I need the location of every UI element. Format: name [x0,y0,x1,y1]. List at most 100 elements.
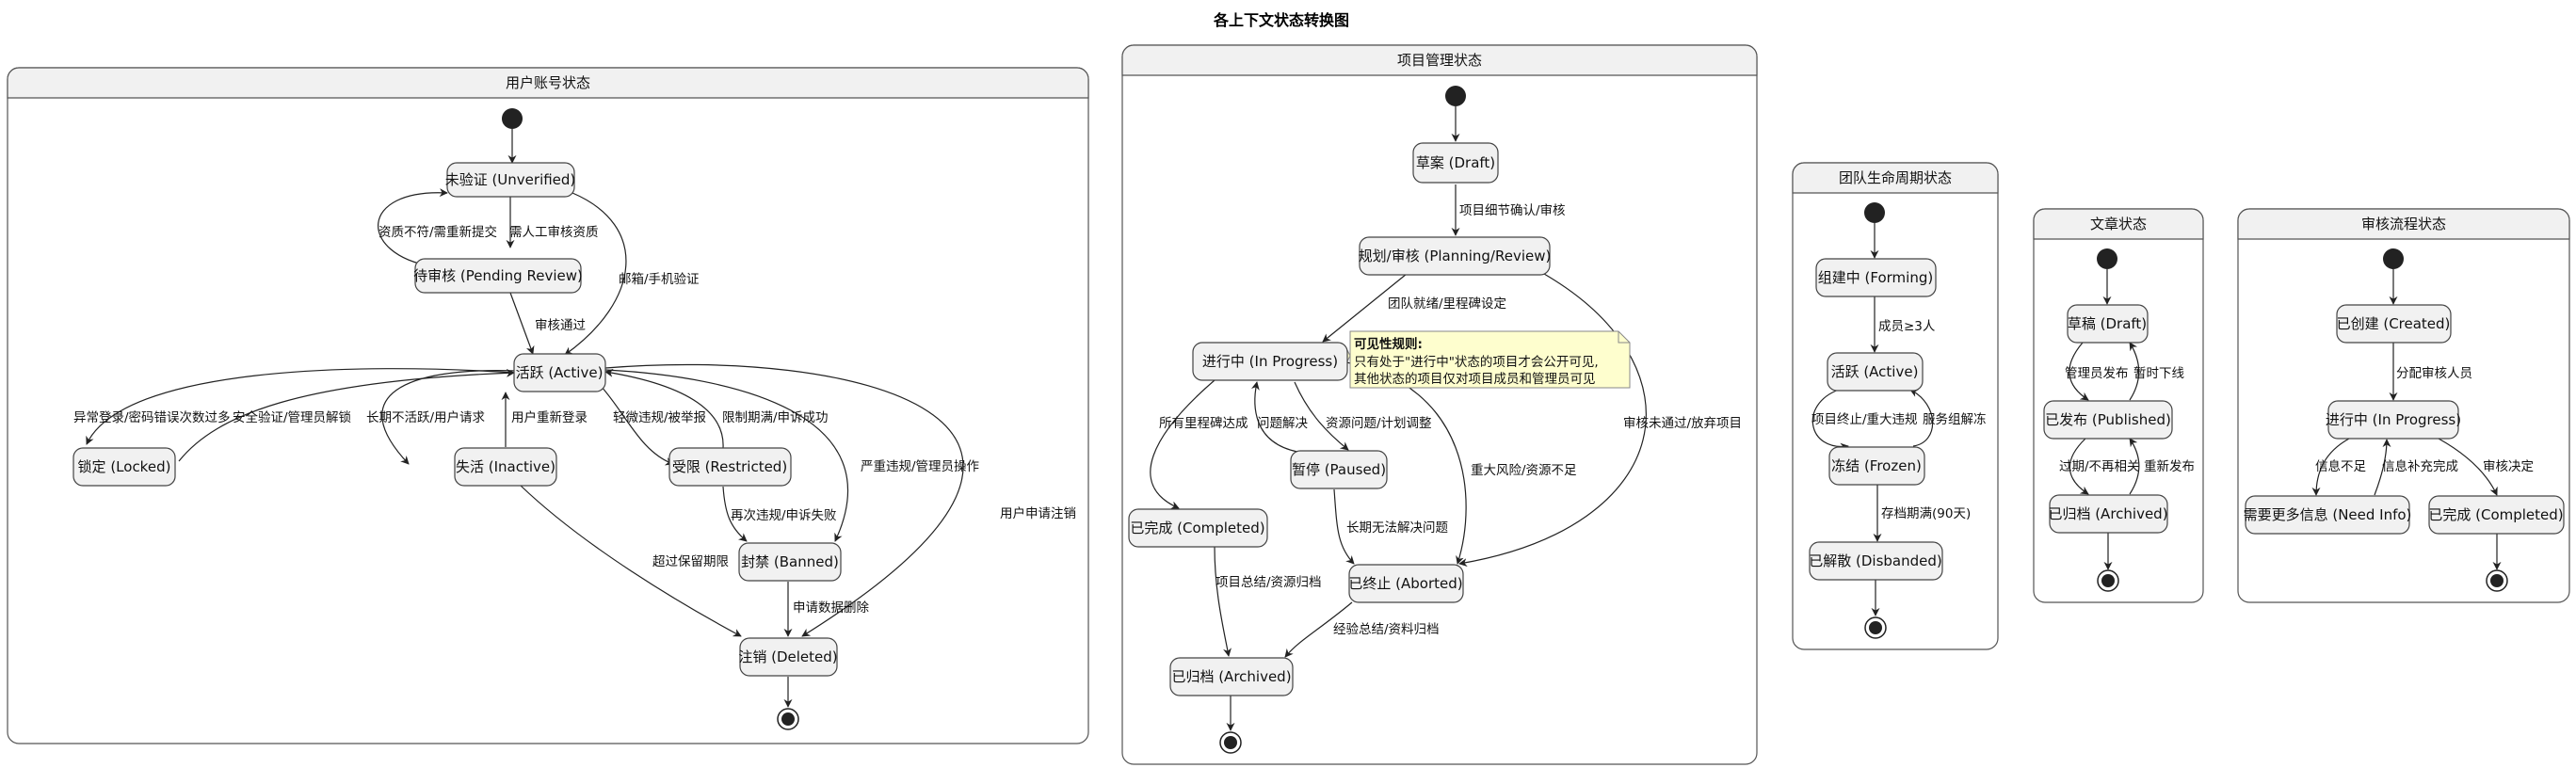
svg-text:组建中 (Forming): 组建中 (Forming) [1818,269,1933,286]
state-draft: 草案 (Draft) [1412,142,1499,184]
transition-label: 服务组解冻 [1923,412,1987,427]
group-review-workflow: 审核流程状态 分配审核人员 信息不足 信息补充完成 审核决定 已创建 (Crea… [2237,208,2570,603]
state-review-completed: 已完成 (Completed) [2428,495,2565,535]
state-forming: 组建中 (Forming) [1815,258,1937,297]
initial-state-marker [1445,86,1466,106]
state-planning-review: 规划/审核 (Planning/Review) [1359,236,1552,276]
group-team-lifecycle: 团队生命周期状态 成员≥3人 项目终止/重大违规 服务组解冻 存档期满(90天)… [1792,162,1999,650]
initial-state-marker [2097,248,2117,269]
visibility-rule-note: 可见性规则: 只有处于"进行中"状态的项目才会公开可见, 其他状态的项目仅对项目… [1346,330,1631,389]
svg-text:失活 (Inactive): 失活 (Inactive) [456,458,555,475]
state-inactive: 失活 (Inactive) [454,447,557,487]
svg-text:已完成 (Completed): 已完成 (Completed) [1130,520,1264,536]
svg-text:可见性规则:: 可见性规则: [1354,336,1423,352]
transition-label: 轻微违规/被举报 [613,410,706,425]
transition-label: 项目终止/重大违规 [1811,412,1918,427]
svg-text:只有处于"进行中"状态的项目才会公开可见,: 只有处于"进行中"状态的项目才会公开可见, [1354,355,1599,370]
state-paused: 暂停 (Paused) [1290,450,1388,489]
state-need-info: 需要更多信息 (Need Info) [2244,495,2412,535]
svg-text:需要更多信息 (Need Info): 需要更多信息 (Need Info) [2244,506,2412,523]
transition-label: 用户申请注销 [1000,505,1076,521]
transition-label: 再次违规/申诉失败 [731,508,837,523]
transition-label: 管理员发布 [2065,366,2129,381]
transition-label: 审核通过 [535,318,586,333]
svg-text:规划/审核 (Planning/Review): 规划/审核 (Planning/Review) [1359,248,1552,264]
svg-text:活跃 (Active): 活跃 (Active) [1831,363,1919,380]
svg-text:待审核 (Pending Review): 待审核 (Pending Review) [413,267,583,284]
group-title-review: 审核流程状态 [2361,216,2446,232]
transition-label: 信息补充完成 [2382,458,2458,474]
transition-label: 需人工审核资质 [509,225,599,240]
group-title-article: 文章状态 [2090,216,2147,232]
group-title-team: 团队生命周期状态 [1839,169,1952,186]
svg-text:已创建 (Created): 已创建 (Created) [2337,315,2451,332]
svg-text:进行中 (In Progress): 进行中 (In Progress) [2326,411,2461,428]
diagram-title: 各上下文状态转换图 [1213,11,1349,29]
final-state-marker [2097,569,2119,592]
state-completed: 已完成 (Completed) [1128,508,1268,548]
transition-label: 存档期满(90天) [1881,506,1971,521]
state-in-progress: 进行中 (In Progress) [1192,342,1348,381]
state-unverified: 未验证 (Unverified) [445,162,576,198]
state-article-draft: 草稿 (Draft) [2067,304,2149,344]
transition-label: 分配审核人员 [2396,366,2472,381]
state-team-active: 活跃 (Active) [1827,352,1924,392]
transition-label: 用户重新登录 [511,409,588,425]
svg-text:已发布 (Published): 已发布 (Published) [2045,411,2171,428]
initial-state-marker [2383,248,2404,269]
svg-text:已归档 (Archived): 已归档 (Archived) [1171,668,1291,685]
transition-label: 长期不活跃/用户请求 [366,409,486,425]
transition-label: 申请数据删除 [793,600,869,616]
transition-label: 审核未通过/放弃项目 [1623,416,1742,431]
initial-state-marker [502,108,523,129]
transition-label: 邮箱/手机验证 [619,272,700,287]
transition-label: 暂时下线 [2133,366,2184,381]
svg-text:注销 (Deleted): 注销 (Deleted) [738,648,837,665]
initial-state-marker [1864,202,1885,223]
svg-text:草案 (Draft): 草案 (Draft) [1416,154,1495,171]
svg-text:锁定 (Locked): 锁定 (Locked) [78,458,171,475]
state-restricted: 受限 (Restricted) [668,447,792,487]
svg-text:已解散 (Disbanded): 已解散 (Disbanded) [1809,552,1942,569]
svg-text:已归档 (Archived): 已归档 (Archived) [2048,505,2167,522]
state-disbanded: 已解散 (Disbanded) [1809,541,1943,581]
transition-label: 所有里程碑达成 [1159,416,1248,431]
group-project-management: 项目管理状态 项目细节确认/审核 团队就绪/里程碑设定 审核未通过/放弃项目 所… [1121,44,1758,765]
transition-label: 资质不符/需重新提交 [378,224,497,240]
final-state-marker [1864,616,1887,639]
svg-text:其他状态的项目仅对项目成员和管理员可见: 其他状态的项目仅对项目成员和管理员可见 [1354,372,1596,387]
svg-text:未验证 (Unverified): 未验证 (Unverified) [445,171,576,188]
state-frozen: 冻结 (Frozen) [1828,446,1925,486]
transition-label: 经验总结/资料归档 [1333,621,1440,637]
svg-text:暂停 (Paused): 暂停 (Paused) [1292,461,1386,478]
state-published: 已发布 (Published) [2043,400,2173,440]
transition-label: 超过保留期限 [652,554,729,569]
transition-label: 问题解决 [1257,416,1308,431]
transition-label: 信息不足 [2315,458,2367,474]
svg-text:进行中 (In Progress): 进行中 (In Progress) [1202,353,1338,370]
final-state-marker [1219,731,1242,754]
state-created: 已创建 (Created) [2336,304,2452,344]
transition-label: 团队就绪/里程碑设定 [1388,296,1506,312]
svg-text:封禁 (Banned): 封禁 (Banned) [741,553,839,570]
group-user-account: 用户账号状态 资质不符/需重新提交 需人工审核资质 邮箱/手机验证 审核通过 异… [7,67,1089,744]
state-article-archived: 已归档 (Archived) [2048,494,2168,534]
svg-text:活跃 (Active): 活跃 (Active) [516,364,604,381]
svg-text:冻结 (Frozen): 冻结 (Frozen) [1831,457,1922,474]
transition-label: 长期无法解决问题 [1346,520,1448,536]
state-deleted: 注销 (Deleted) [738,637,838,677]
state-archived: 已归档 (Archived) [1169,657,1294,696]
svg-text:受限 (Restricted): 受限 (Restricted) [672,458,787,475]
final-state-marker [777,708,799,730]
state-active: 活跃 (Active) [513,353,606,392]
state-aborted: 已终止 (Aborted) [1348,564,1464,603]
transition-label: 资源问题/计划调整 [1326,416,1432,431]
state-review-in-progress: 进行中 (In Progress) [2326,400,2461,440]
group-title-user: 用户账号状态 [506,74,590,91]
transition-label: 过期/不再相关 [2059,459,2140,474]
transition-label: 异常登录/密码错误次数过多 [73,409,231,425]
transition-label: 限制期满/申诉成功 [722,410,829,425]
transition-label: 安全验证/管理员解锁 [233,409,351,425]
transition-label: 项目总结/资源归档 [1216,574,1322,590]
